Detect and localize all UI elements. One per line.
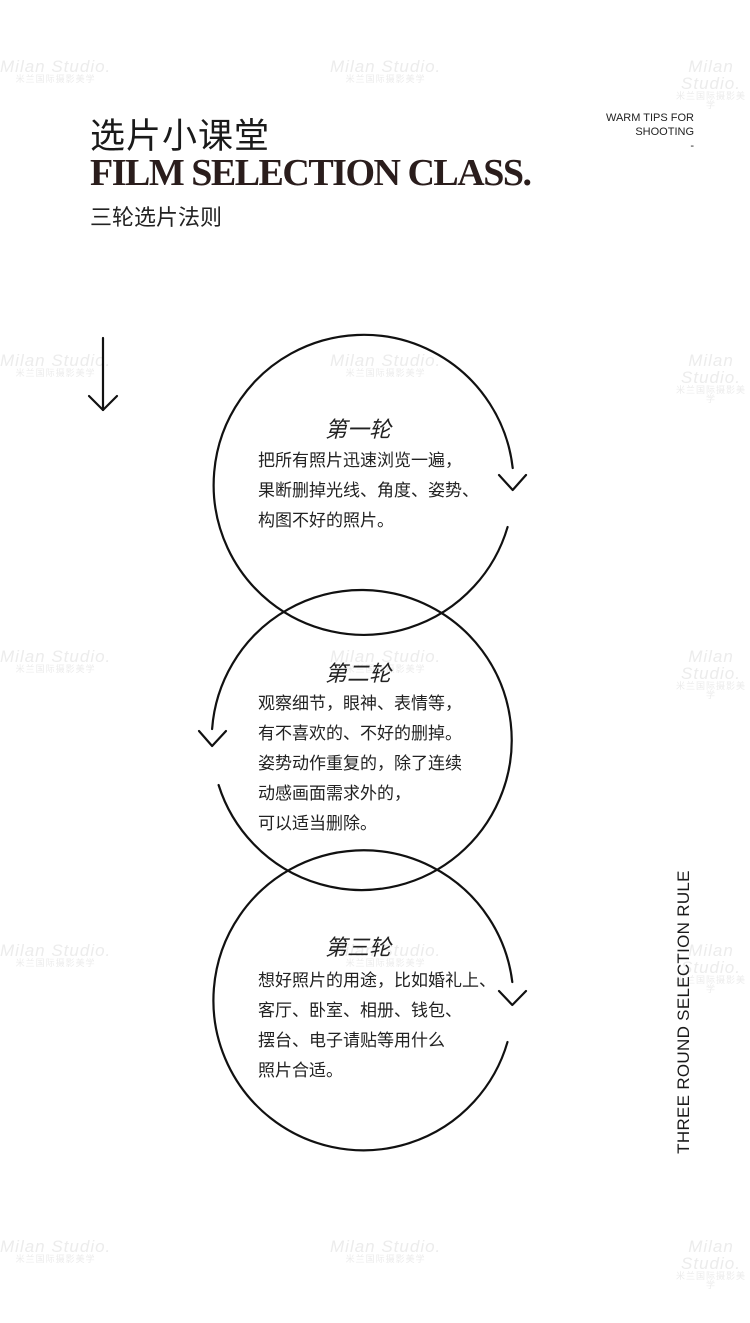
round-text-line: 姿势动作重复的，除了连续 [258,754,462,774]
arrow-down-icon [87,336,119,412]
round-2-title: 第二轮 [325,662,392,687]
page-subtitle: 三轮选片法则 [90,206,223,231]
tips-line: SHOOTING [635,126,694,138]
page-title-cn: 选片小课堂 [90,117,271,157]
round-3-title: 第三轮 [325,936,392,961]
tips-line: WARM TIPS FOR [606,112,694,124]
round-text-line: 可以适当删除。 [258,814,377,834]
round-text-line: 果断删掉光线、角度、姿势、 [258,481,479,501]
round-1-title: 第一轮 [325,418,392,443]
round-1-circle [212,333,514,636]
round-2-circle [211,588,513,892]
round-text-line: 有不喜欢的、不好的删掉。 [258,724,462,744]
curved-arrow-icon [197,729,228,748]
round-text-line: 观察细节，眼神、表情等， [258,694,462,714]
round-text-line: 客厅、卧室、相册、钱包、 [258,1001,462,1021]
curved-arrow-icon [497,473,528,492]
page-title-en: FILM SELECTION CLASS. [90,152,532,194]
round-text-line: 把所有照片迅速浏览一遍， [258,451,462,471]
round-text-line: 动感画面需求外的， [258,784,411,804]
round-text-line: 想好照片的用途，比如婚礼上、 [258,971,496,991]
round-text-line: 构图不好的照片。 [258,511,394,531]
warm-tips-label: WARM TIPS FOR SHOOTING - [606,111,694,153]
round-text-line: 照片合适。 [258,1061,343,1081]
tips-line: - [690,140,694,152]
curved-arrow-icon [497,989,528,1007]
side-label: THREE ROUND SELECTION RULE [674,870,693,1154]
round-3-text: 想好照片的用途，比如婚礼上、 客厅、卧室、相册、钱包、 摆台、电子请贴等用什么 … [258,966,496,1086]
round-text-line: 摆台、电子请贴等用什么 [258,1031,445,1051]
round-2-text: 观察细节，眼神、表情等， 有不喜欢的、不好的删掉。 姿势动作重复的，除了连续 动… [258,689,462,839]
round-3-circle [212,849,514,1152]
round-1-text: 把所有照片迅速浏览一遍， 果断删掉光线、角度、姿势、 构图不好的照片。 [258,446,479,536]
